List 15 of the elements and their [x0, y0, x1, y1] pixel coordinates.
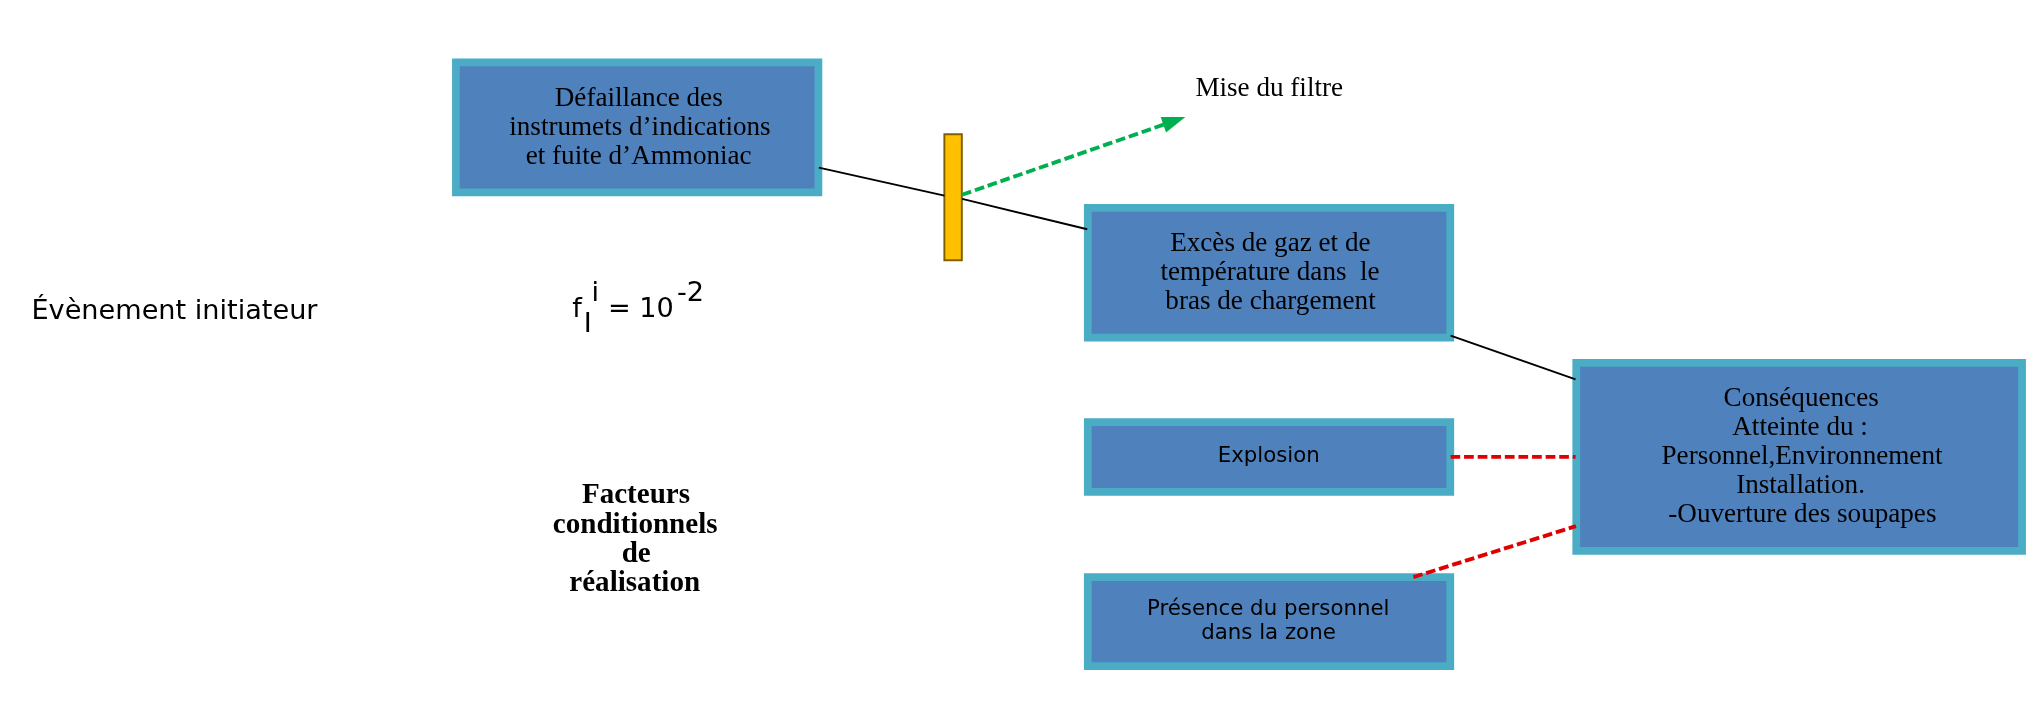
- connector: [1449, 334, 1577, 381]
- node-box: Excès de gaz et de température dans le bras de chargement: [1083, 203, 1455, 342]
- node-box: Conséquences Atteinte du : Personnel,Environnement Installation. -Ouverture des soupapes: [1572, 359, 2026, 555]
- label: Facteurs conditionnels de réalisation: [552, 477, 718, 597]
- connector: [817, 166, 946, 197]
- connector: [961, 197, 1089, 231]
- node-text: Mise du filtre: [1195, 71, 1344, 102]
- connector: [1450, 454, 1576, 459]
- arrow: [961, 117, 1186, 197]
- node-box: Défaillance des instrumets d’indications et fuite d’Ammoniac: [452, 58, 823, 197]
- label: Évènement initiateur: [31, 293, 318, 325]
- node-bar: [943, 133, 963, 262]
- node-box: Présence du personnel dans la zone: [1083, 573, 1455, 671]
- connector: [1412, 524, 1577, 579]
- node-box: Explosion: [1083, 418, 1455, 496]
